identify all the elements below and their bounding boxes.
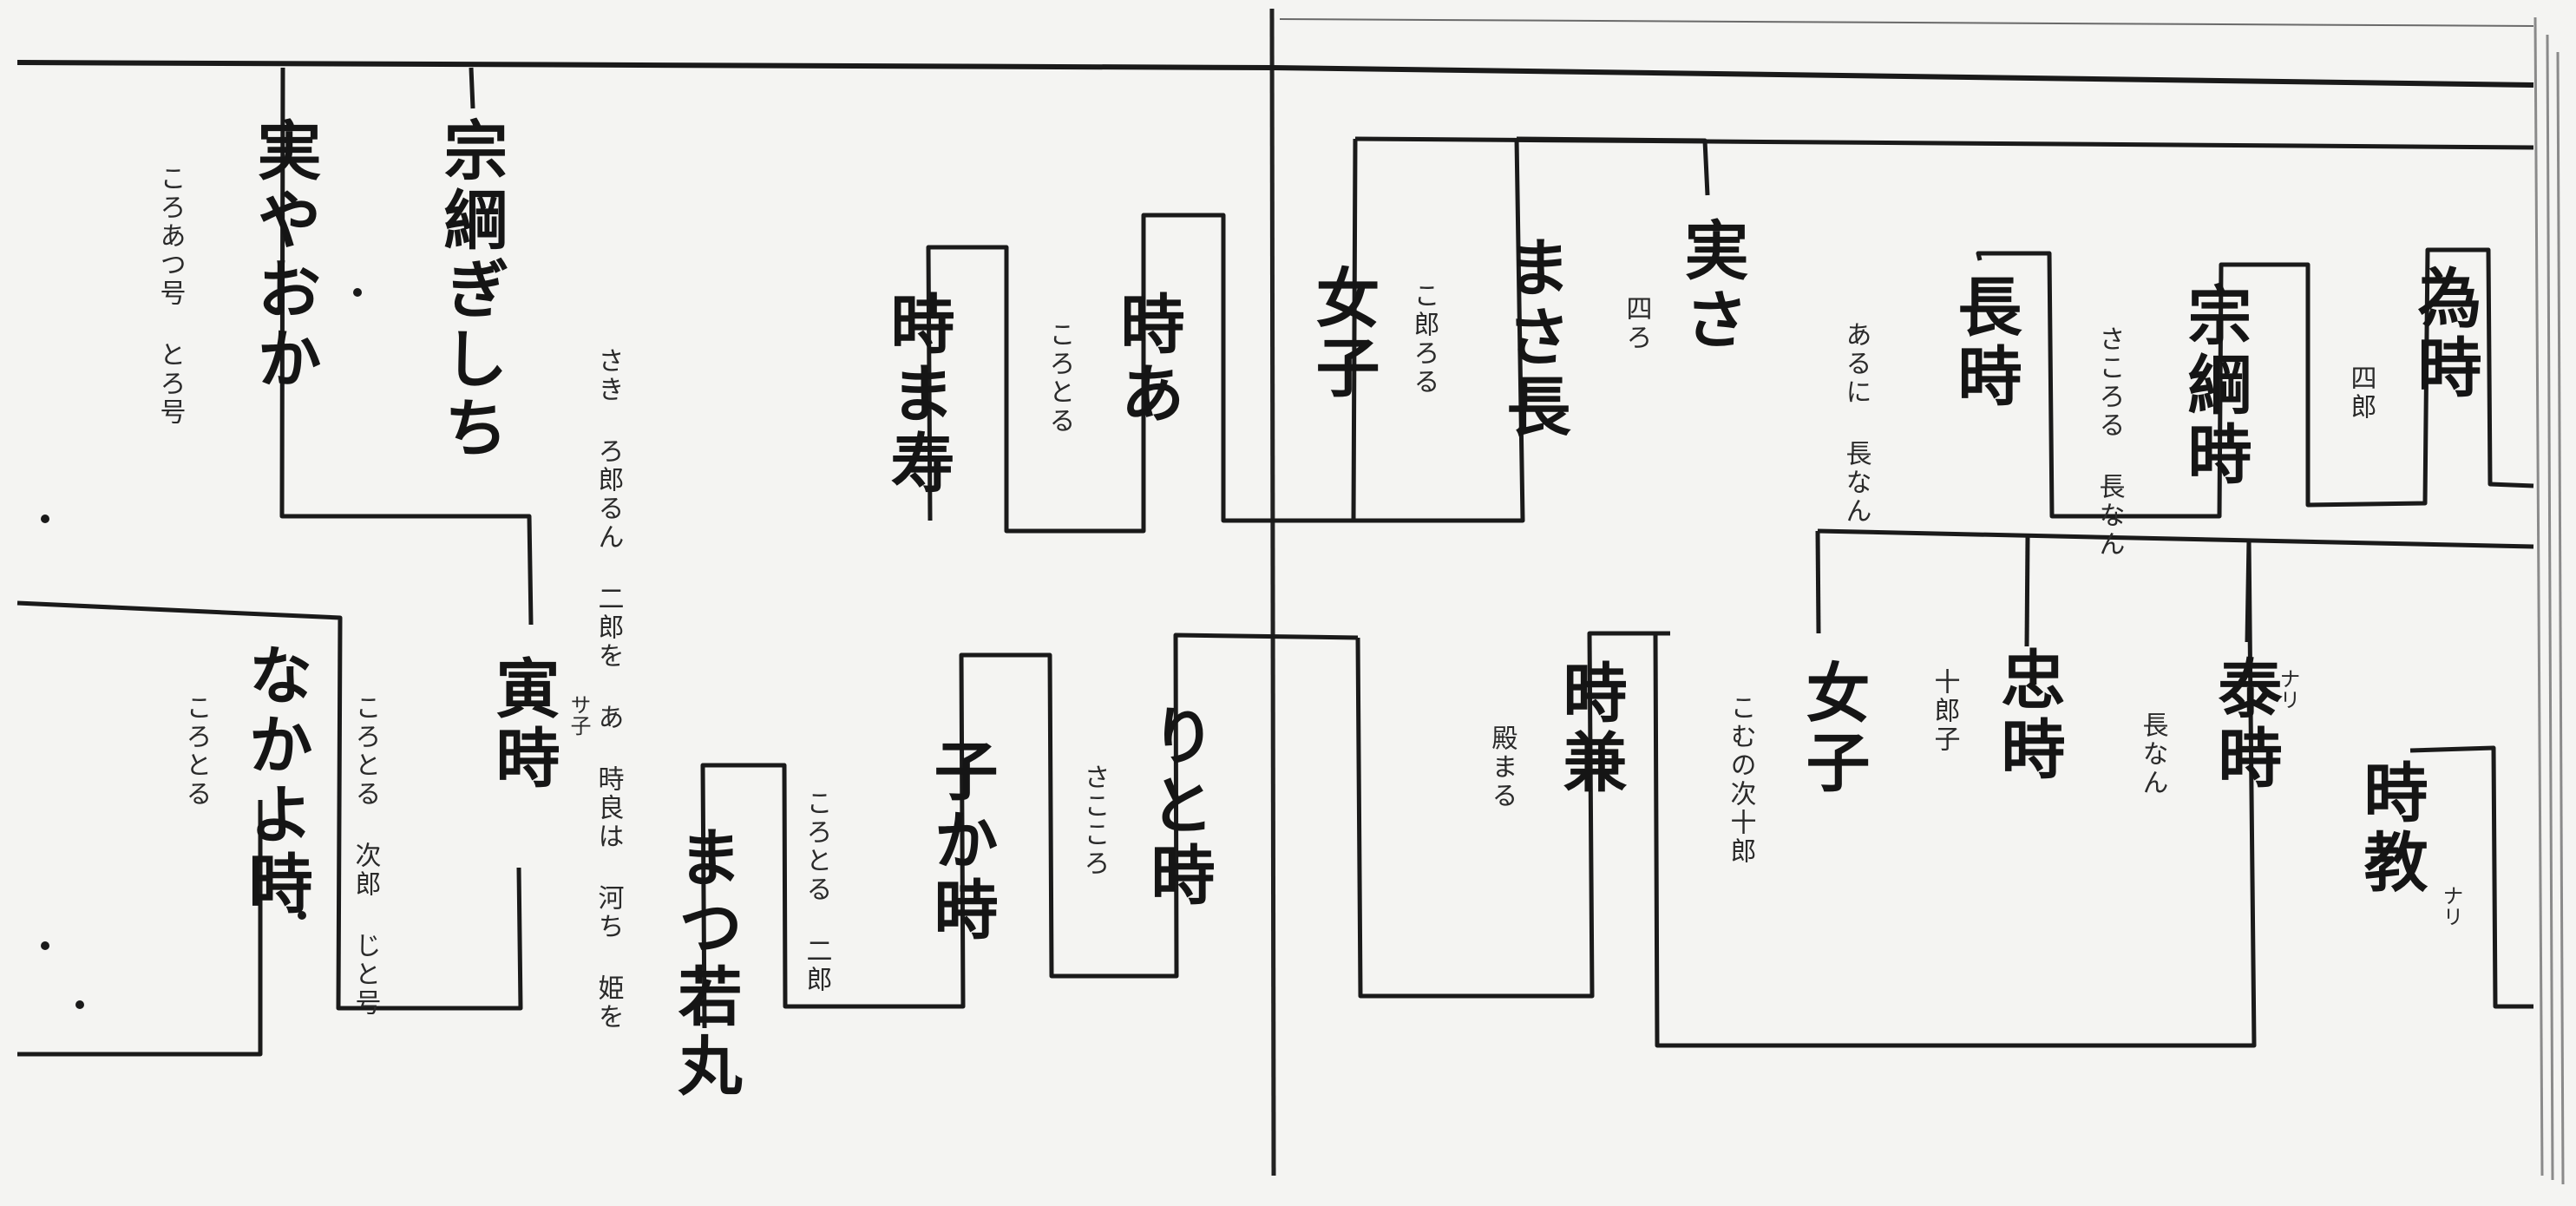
name-yasutoki: 泰時 [2207, 655, 2282, 794]
name-tametoki: 為時 [2407, 265, 2481, 403]
note-yasutoki: 長なん [2137, 711, 2168, 797]
note-tokimasu: さき ろ郎るん 二郎を あ 時良は 河ち 姫を [593, 347, 624, 1032]
note-masanaga: こ郎ろる [1408, 282, 1439, 397]
note-kokatoki: ころとる 二郎 [801, 790, 832, 994]
binding-fold [1269, 8, 1276, 1177]
note-saneyaoka: ころあつ号 とろ号 [154, 165, 186, 427]
note-ritotoki: さこころ [1078, 764, 1110, 878]
note-tametoki: 四郎 [2345, 364, 2376, 422]
name-tokia: 時あ [1110, 291, 1184, 429]
name-tokikane: 時兼 [1552, 659, 1627, 798]
name-saneyaoka: 実やおか [246, 117, 321, 395]
top-rule [16, 60, 2534, 88]
name-toratoki: 寅時 [485, 655, 560, 794]
ink-dots [41, 288, 362, 1009]
note-tokia: ころとる [1044, 321, 1075, 436]
name-kokatoki: 子か時 [923, 737, 998, 946]
name-nakayotoki: なかよ時 [238, 642, 312, 920]
note-munetsunatoki: さころる 長なん [2094, 325, 2125, 559]
name-munetsuna-left: 宗綱ぎしち [433, 117, 508, 464]
note-nakayotoki: ころとる [180, 694, 212, 809]
name-munetsunatoki: 宗綱時 [2177, 282, 2252, 490]
note-sanesa: 四ろ [1621, 295, 1652, 352]
name-ritotoki: りと時 [1140, 703, 1215, 911]
top-rule-thin [1279, 18, 2534, 27]
ruby-tokinori: ナリ [2439, 885, 2463, 927]
name-tadatoki: 忠時 [1990, 646, 2065, 785]
note-joshi-lower: こむの次十郎 [1725, 694, 1756, 866]
lineage-lines [16, 67, 2534, 1057]
page-edges [2533, 16, 2565, 1185]
name-nagatoki: 長時 [1947, 273, 2022, 412]
ruby-toratoki: サ子 [567, 694, 591, 736]
note-tadatoki: 十郎子 [1929, 668, 1960, 754]
note-toratoki: ころとる 次郎 じと号 [350, 694, 381, 1018]
name-tokinori: 時教 [2353, 759, 2428, 898]
name-tokimasu: 時ま寿 [880, 291, 954, 499]
note-nagatoki: あるに 長なん [1840, 321, 1871, 526]
name-joshi-upper: 女子 [1305, 265, 1380, 403]
name-joshi-lower: 女子 [1795, 659, 1870, 798]
ruby-yasutoki: ナリ [2276, 668, 2300, 710]
name-sanesa: 実さ [1674, 217, 1748, 356]
note-tokikane: 殿まる [1486, 724, 1517, 810]
name-masanaga: まさ長 [1496, 234, 1570, 442]
name-matsuwakamaru: まつ若丸 [667, 824, 742, 1102]
